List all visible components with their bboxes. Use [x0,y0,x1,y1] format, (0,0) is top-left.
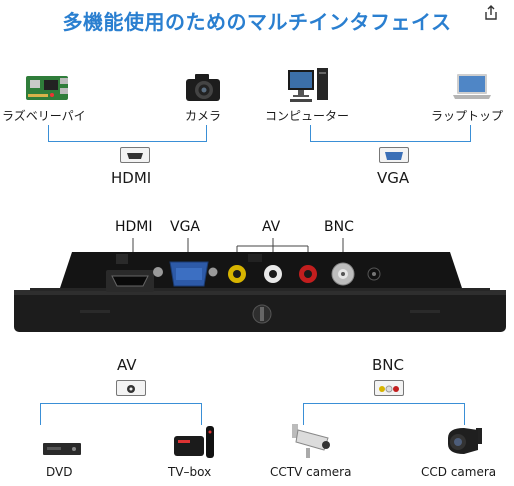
device-label-ccd-camera: CCD camera [421,465,497,479]
bnc-port-box [374,380,404,396]
group-port-vga: VGA [377,169,410,187]
group-port-av: AV [117,356,137,374]
ccd-camera-icon [448,428,482,454]
monitor-port-label-vga: VGA [170,219,201,235]
monitor-port-label-bnc: BNC [324,219,354,235]
laptop-icon [453,74,491,99]
device-label-cctv-camera: CCTV camera [270,465,352,479]
av-port-box [116,380,146,396]
device-label-tv-box: TV–box [168,465,212,479]
monitor-port-label-av: AV [262,219,281,235]
camera-icon [186,74,220,101]
group-port-hdmi: HDMI [111,169,152,187]
computer-icon [288,68,328,102]
device-label-camera: カメラ [185,109,222,123]
hdmi-port-icon [127,153,143,159]
monitor-back-panel [14,238,506,332]
page-title: 多機能使用のためのマルチインタフェイス [62,10,452,34]
device-label-laptop: ラップトップ [431,109,504,123]
vga-port-box [379,147,409,163]
hdmi-port-box [120,147,150,163]
raspberry-pi-icon [26,76,68,100]
group-port-bnc: BNC [372,356,404,374]
share-icon[interactable] [482,4,500,22]
monitor-port-label-hdmi: HDMI [115,219,153,235]
dvd-player-icon [43,443,81,455]
tv-box-icon [174,426,214,458]
cctv-camera-icon [292,424,330,458]
bnc-port-icon [379,385,399,393]
av-port-icon [127,385,135,393]
device-label-computer: コンピューター [265,109,350,123]
vga-port-icon [385,152,403,160]
device-label-raspberry-pi: ラズベリーパイ [2,109,86,123]
device-label-dvd: DVD [46,465,73,479]
